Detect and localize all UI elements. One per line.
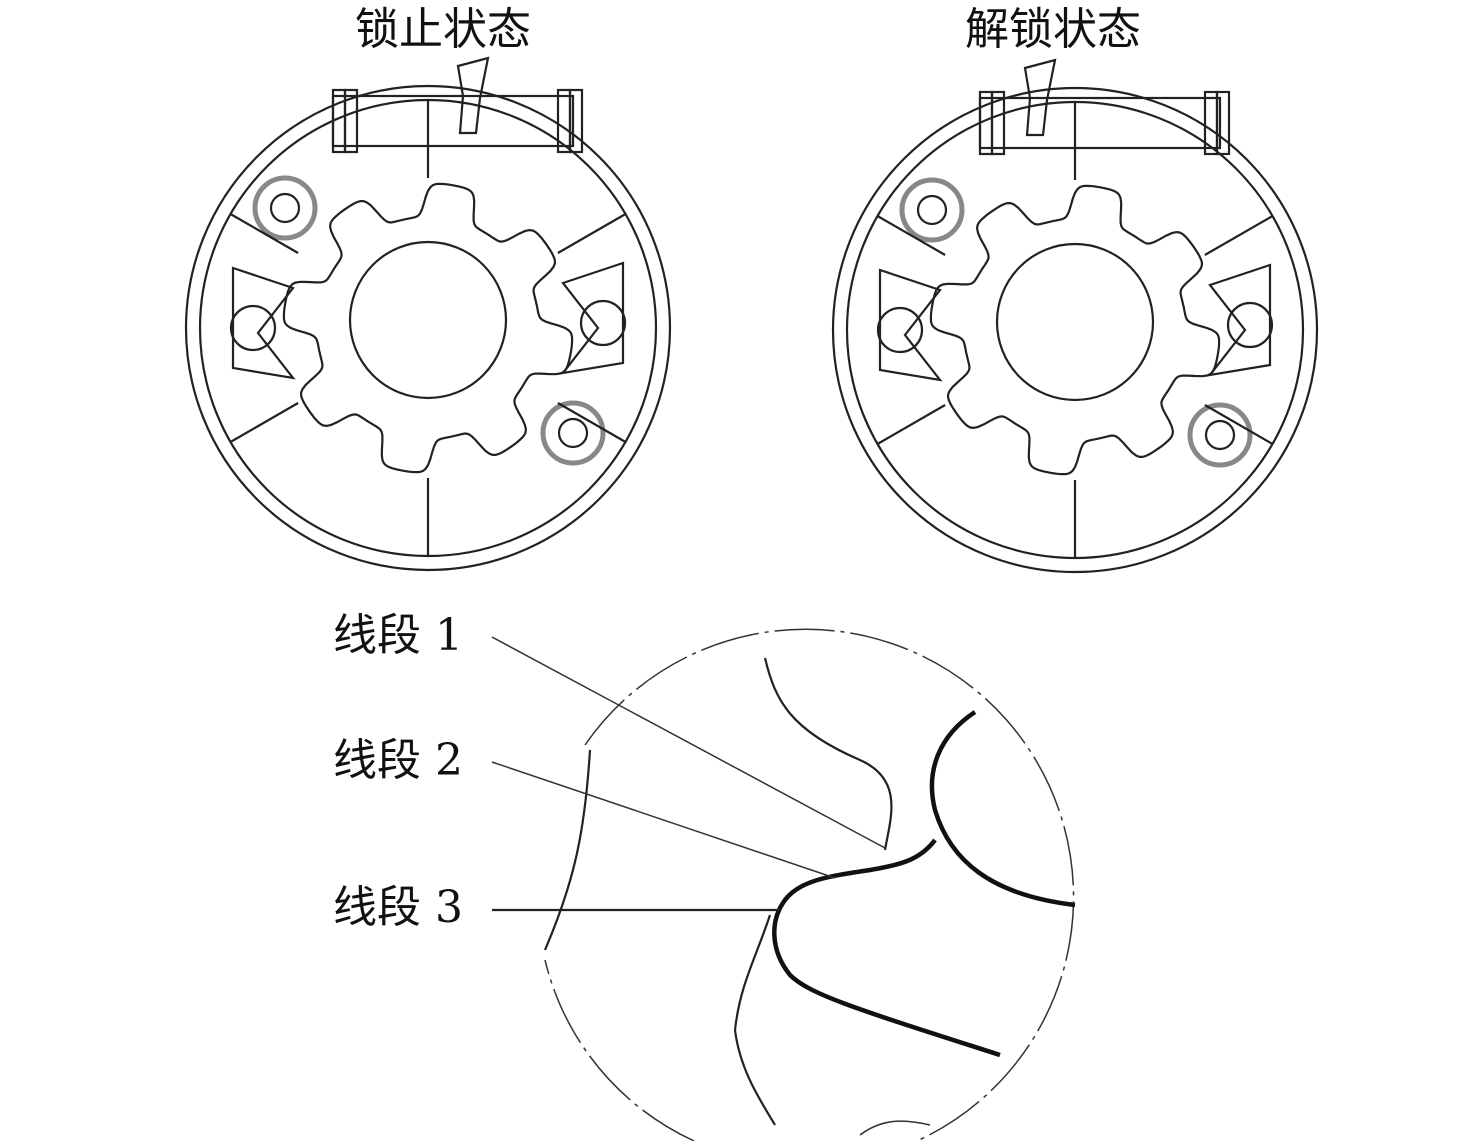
- roller: [579, 299, 627, 347]
- pin-hole: [916, 194, 948, 226]
- detail-contact-profile: [772, 838, 1001, 1058]
- release-lever: [1023, 58, 1057, 137]
- locked-state-disc: [184, 56, 672, 572]
- roller: [229, 304, 277, 352]
- outer-ring: [184, 84, 672, 572]
- detail-outline-top: [763, 657, 893, 851]
- callout-label: 线段 1: [333, 610, 463, 661]
- pawl: [560, 261, 625, 375]
- pawl: [231, 266, 296, 380]
- unlocked-state-disc: [831, 58, 1319, 574]
- detail-boundary-circle: [544, 628, 1075, 1141]
- pin-hole: [1204, 419, 1236, 451]
- center-hub: [348, 240, 508, 400]
- callout-leader-line: [491, 636, 886, 849]
- release-lever: [456, 56, 490, 135]
- pawl: [878, 268, 943, 382]
- center-hub: [995, 242, 1155, 402]
- actuator-bar-end: [343, 88, 359, 154]
- callout-label: 线段 2: [333, 735, 463, 786]
- segment-divider: [557, 213, 627, 254]
- actuator-bar-end: [568, 88, 584, 154]
- detail-outline-left: [543, 749, 592, 951]
- actuator-bar-end: [990, 90, 1006, 156]
- pin-ring: [540, 400, 606, 466]
- callout-segment-2: 线段 2: [333, 735, 836, 879]
- actuator-bar: [331, 94, 575, 148]
- pin-ring: [899, 177, 965, 243]
- pin-hole: [557, 417, 589, 449]
- segment-divider: [229, 402, 299, 443]
- pawl: [1207, 263, 1272, 377]
- segment-divider: [876, 215, 946, 256]
- segment-divider: [1204, 215, 1274, 256]
- segment-divider: [1204, 404, 1274, 445]
- pin-ring: [1187, 402, 1253, 468]
- title-unlocked-state: 解锁状态: [965, 4, 1141, 55]
- segment-divider: [876, 404, 946, 445]
- actuator-bar-end: [1215, 90, 1231, 156]
- detail-roller-arc: [929, 710, 1076, 908]
- pin-ring: [252, 175, 318, 241]
- title-locked-state: 锁止状态: [355, 4, 531, 55]
- outer-ring: [831, 86, 1319, 574]
- detail-outline-lower: [733, 914, 776, 1126]
- gear-outline: [282, 182, 574, 474]
- gear-outline: [929, 184, 1221, 476]
- callout-leader-line: [491, 761, 836, 879]
- roller: [1226, 301, 1274, 349]
- detail-outline-bottom: [859, 1120, 931, 1136]
- callout-segment-1: 线段 1: [333, 610, 886, 849]
- pin-hole: [269, 192, 301, 224]
- segment-divider: [229, 213, 299, 254]
- actuator-bar: [978, 96, 1222, 150]
- callout-label: 线段 3: [333, 882, 463, 933]
- detail-magnified-view: [543, 628, 1076, 1141]
- roller: [876, 306, 924, 354]
- segment-divider: [557, 402, 627, 443]
- callout-segment-3: 线段 3: [333, 882, 780, 933]
